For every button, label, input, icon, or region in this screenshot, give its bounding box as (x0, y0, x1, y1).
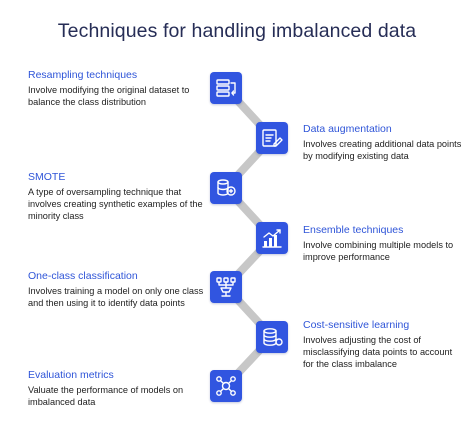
diagram-title: Techniques for handling imbalanced data (57, 20, 417, 42)
technique-resampling: Resampling techniques Involve modifying … (28, 69, 206, 109)
database-cost-icon (263, 328, 283, 346)
node-one-class (210, 271, 242, 303)
technique-description: A type of oversampling technique that in… (28, 187, 203, 221)
technique-description: Involves training a model on only one cl… (28, 286, 204, 308)
growth-chart-icon (262, 229, 282, 248)
technique-name: Ensemble techniques (303, 224, 404, 236)
technique-description: Involve combining multiple models to imp… (303, 240, 454, 262)
node-data-augmentation (256, 122, 288, 154)
node-evaluation-metrics (210, 370, 242, 402)
technique-name: One-class classification (28, 270, 138, 282)
dataset-transfer-icon (216, 79, 236, 97)
document-edit-icon (262, 129, 283, 147)
technique-ensemble: Ensemble techniques Involve combining mu… (303, 224, 463, 264)
technique-data-augmentation: Data augmentation Involves creating addi… (303, 123, 463, 163)
technique-one-class: One-class classification Involves traini… (28, 270, 206, 310)
technique-evaluation-metrics: Evaluation metrics Valuate the performan… (28, 369, 206, 409)
technique-description: Involve modifying the original dataset t… (28, 85, 190, 107)
technique-description: Involves adjusting the cost of misclassi… (303, 335, 453, 369)
technique-description: Valuate the performance of models on imb… (28, 385, 184, 407)
technique-cost-sensitive: Cost-sensitive learning Involves adjusti… (303, 319, 463, 370)
node-resampling (210, 72, 242, 104)
technique-smote: SMOTE A type of oversampling technique t… (28, 171, 206, 222)
technique-name: SMOTE (28, 171, 66, 183)
technique-name: Evaluation metrics (28, 369, 114, 381)
classification-tree-icon (216, 277, 236, 297)
metrics-network-icon (216, 376, 236, 396)
technique-name: Data augmentation (303, 123, 392, 135)
technique-description: Involves creating additional data points… (303, 139, 462, 161)
node-ensemble (256, 222, 288, 254)
node-smote (210, 172, 242, 204)
technique-name: Resampling techniques (28, 69, 138, 81)
technique-name: Cost-sensitive learning (303, 319, 410, 331)
node-cost-sensitive (256, 321, 288, 353)
database-sync-icon (217, 179, 236, 196)
